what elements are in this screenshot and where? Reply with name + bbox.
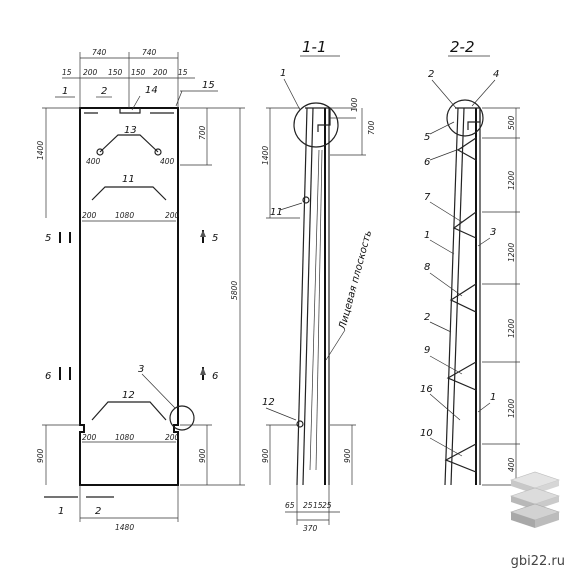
sub-dim-4: 150 bbox=[131, 68, 146, 77]
view22-mark-16: 16 bbox=[420, 384, 433, 395]
right-top-dim: 700 bbox=[198, 125, 207, 140]
section-6-left: 6 bbox=[45, 371, 51, 382]
view11-bottom-dim-1: 65 bbox=[285, 501, 295, 510]
bottom-mark-1: 1 bbox=[58, 506, 64, 517]
view22-dim-1200b: 1200 bbox=[507, 243, 516, 262]
view11-bottom-dim-3: 15 bbox=[313, 501, 323, 510]
view11-dim-900b: 900 bbox=[343, 448, 352, 463]
callout-12: 12 bbox=[122, 390, 135, 401]
view22-dim-1200c: 1200 bbox=[507, 319, 516, 338]
row2-dim-mid: 1080 bbox=[115, 433, 134, 442]
hole-dim-right: 400 bbox=[160, 157, 175, 166]
view11-face-label: Лицевая плоскость bbox=[337, 229, 374, 332]
view22-mark-6: 6 bbox=[424, 157, 430, 168]
view11-bottom-dim-4: 25 bbox=[322, 501, 332, 510]
section-5-left: 5 bbox=[45, 233, 51, 244]
sub-dim-5: 200 bbox=[153, 68, 168, 77]
section-5-right: 5 bbox=[212, 233, 218, 244]
top-dim-right: 740 bbox=[142, 48, 157, 57]
plan-mark-15: 15 bbox=[202, 80, 215, 91]
hole-dim-left: 400 bbox=[86, 157, 101, 166]
plan-view: 740 740 15 200 150 150 200 15 1 2 14 15 … bbox=[36, 48, 245, 532]
view22-mark-7: 7 bbox=[424, 192, 431, 203]
stacked-slabs-logo bbox=[510, 471, 560, 528]
view22-mark-9: 9 bbox=[424, 345, 430, 356]
row1-dim-mid: 1080 bbox=[115, 211, 134, 220]
row2-dim-right: 200 bbox=[165, 433, 180, 442]
view22-dim-1200d: 1200 bbox=[507, 399, 516, 418]
view11-bottom-total: 370 bbox=[303, 524, 318, 533]
bottom-mark-2: 2 bbox=[95, 506, 101, 517]
section-6-right: 6 bbox=[212, 371, 218, 382]
view22-mark-1a: 1 bbox=[424, 230, 430, 241]
bottom-right-dim: 900 bbox=[198, 448, 207, 463]
view22-mark-5: 5 bbox=[424, 132, 430, 143]
view22-dim-400: 400 bbox=[507, 457, 516, 472]
plan-mark-1: 1 bbox=[62, 86, 68, 97]
sub-dim-6: 15 bbox=[178, 68, 188, 77]
view11-dim-700: 700 bbox=[367, 120, 376, 135]
total-width-dim: 1480 bbox=[115, 523, 134, 532]
view11-mark-12: 12 bbox=[262, 397, 275, 408]
view22-dim-1200a: 1200 bbox=[507, 171, 516, 190]
view22-mark-2b: 2 bbox=[424, 312, 430, 323]
sub-dim-1: 15 bbox=[62, 68, 72, 77]
view22-dim-500: 500 bbox=[507, 115, 516, 130]
view22-mark-2: 2 bbox=[428, 69, 434, 80]
sub-dim-2: 200 bbox=[83, 68, 98, 77]
plan-mark-14: 14 bbox=[145, 85, 158, 96]
top-dim-left: 740 bbox=[92, 48, 107, 57]
view11-mark-11: 11 bbox=[270, 207, 283, 218]
row1-dim-left: 200 bbox=[82, 211, 97, 220]
row1-dim-right: 200 bbox=[165, 211, 180, 220]
view22-mark-10: 10 bbox=[420, 428, 433, 439]
view11-dim-100: 100 bbox=[350, 97, 359, 112]
view11-mark-1: 1 bbox=[280, 68, 286, 79]
section-2-2: 2-2 2 4 5 6 7 1 3 8 2 9 16 bbox=[420, 38, 520, 486]
view11-bottom-dim-2: 25 bbox=[303, 501, 313, 510]
sub-dim-3: 150 bbox=[108, 68, 123, 77]
view22-mark-1b: 1 bbox=[490, 392, 496, 403]
view22-mark-8: 8 bbox=[424, 262, 430, 273]
total-height-dim: 5800 bbox=[230, 281, 239, 300]
section-1-1: 1-1 1 100 700 1400 11 Лицевая плоскость bbox=[261, 38, 376, 533]
section-1-1-title: 1-1 bbox=[302, 38, 327, 56]
view22-mark-3: 3 bbox=[490, 227, 496, 238]
view22-mark-4: 4 bbox=[493, 69, 499, 80]
bottom-left-dim: 900 bbox=[36, 448, 45, 463]
callout-11: 11 bbox=[122, 174, 135, 185]
view11-dim-900a: 900 bbox=[261, 448, 270, 463]
row2-dim-left: 200 bbox=[82, 433, 97, 442]
callout-3: 3 bbox=[138, 364, 144, 375]
callout-13: 13 bbox=[124, 125, 137, 136]
section-2-2-title: 2-2 bbox=[450, 38, 475, 56]
left-height-dim: 1400 bbox=[36, 141, 45, 160]
watermark-text: gbi22.ru bbox=[510, 554, 565, 569]
plan-mark-2: 2 bbox=[101, 86, 107, 97]
view11-dim-1400: 1400 bbox=[261, 146, 270, 165]
